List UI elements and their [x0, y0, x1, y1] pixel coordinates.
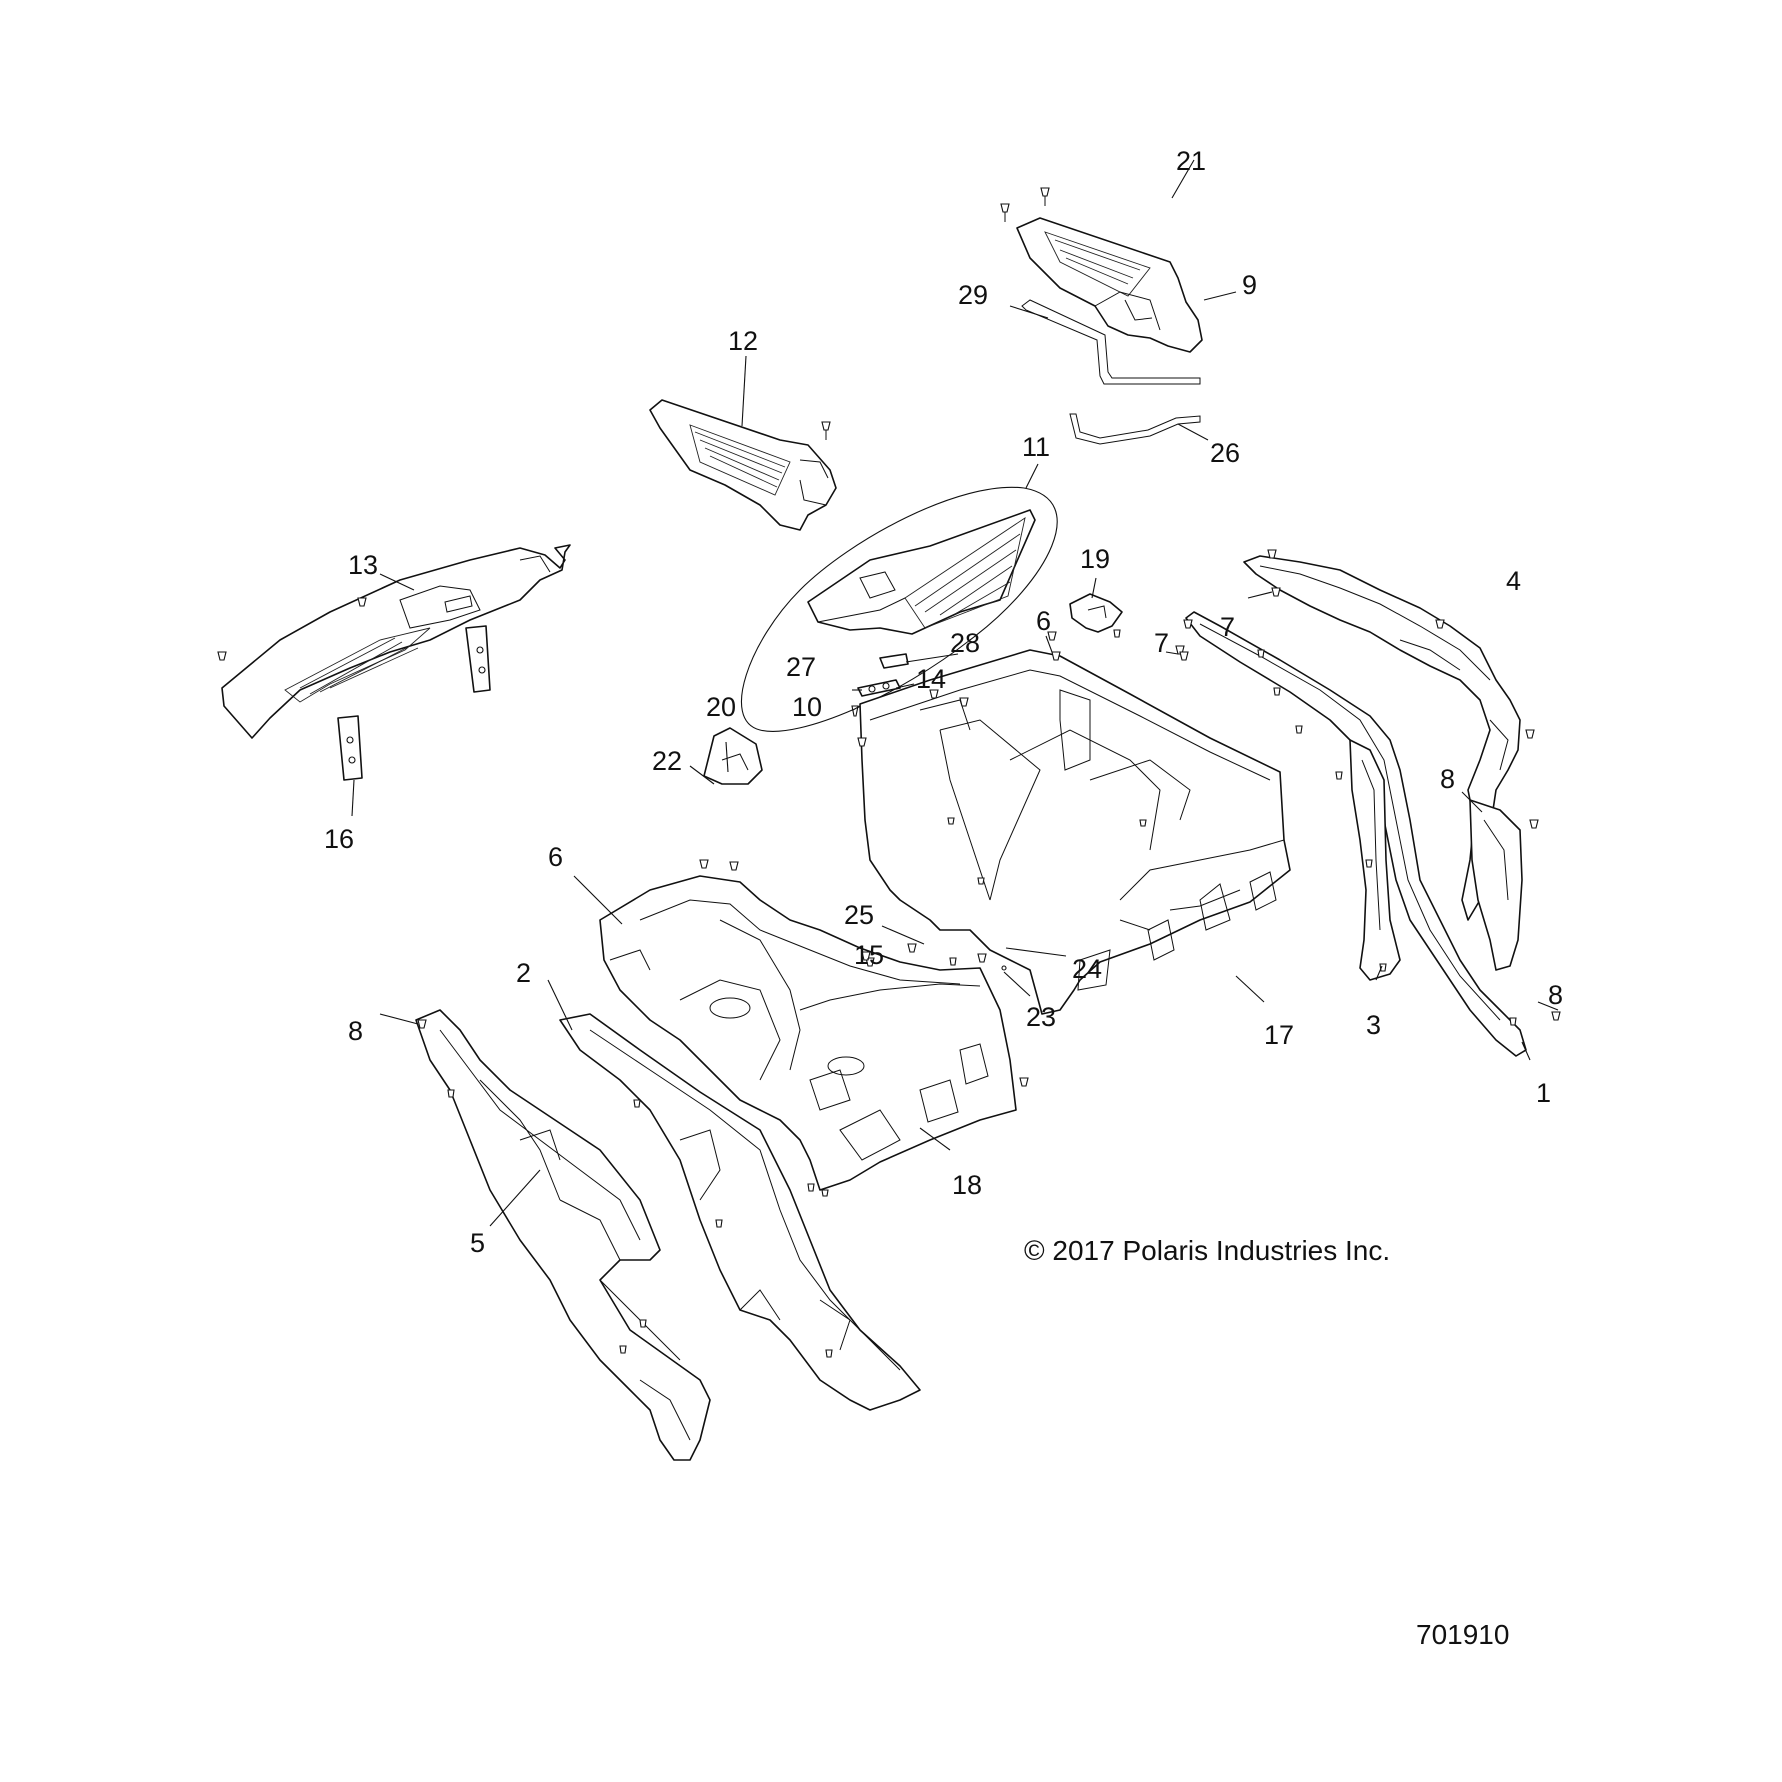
- part-20-bracket: [703, 727, 763, 785]
- callout-27: 27: [786, 652, 816, 682]
- copyright-notice: © 2017 Polaris Industries Inc.: [1024, 1235, 1390, 1266]
- callout-25: 25: [844, 900, 874, 930]
- part-18-front-floor: [599, 875, 1017, 1191]
- callout-7-center: 7: [1154, 628, 1169, 658]
- callout-4: 4: [1506, 566, 1521, 596]
- fasteners-17: [857, 629, 1185, 971]
- part-13-console-panel: [221, 544, 571, 781]
- callout-6-lower: 6: [548, 842, 563, 872]
- fasteners-rocker-right: [1183, 619, 1561, 1026]
- callout-labels: 21 9 29 26 12 11 13 16 19 28 27 14 10 20…: [324, 146, 1563, 1258]
- part-2-left-rocker: [559, 1013, 921, 1411]
- callout-29: 29: [958, 280, 988, 310]
- part-19-bracket: [1069, 593, 1123, 633]
- callout-14: 14: [916, 664, 946, 694]
- part-17-rear-floor: [859, 649, 1291, 1015]
- callout-23: 23: [1026, 1002, 1056, 1032]
- callout-8-right-upper: 8: [1440, 764, 1455, 794]
- callout-22: 22: [652, 746, 682, 776]
- diagram-number: 701910: [1416, 1619, 1509, 1650]
- callout-20: 20: [706, 692, 736, 722]
- callout-21: 21: [1176, 146, 1206, 176]
- callout-9: 9: [1242, 270, 1257, 300]
- fasteners-misc: [417, 587, 1281, 1358]
- callout-3: 3: [1366, 1010, 1381, 1040]
- callout-17: 17: [1264, 1020, 1294, 1050]
- part-3-bracket: [1349, 739, 1401, 981]
- callout-5: 5: [470, 1228, 485, 1258]
- fastener-21: [1000, 187, 1050, 222]
- part-5-left-fender: [415, 1009, 711, 1461]
- part-4-right-trim: [1243, 555, 1521, 921]
- callout-10: 10: [792, 692, 822, 722]
- part-8-right-piece: [1469, 799, 1523, 971]
- part-26-rod: [1069, 413, 1201, 445]
- callout-19: 19: [1080, 544, 1110, 574]
- callout-7-right: 7: [1220, 612, 1235, 642]
- callout-15: 15: [854, 940, 884, 970]
- callout-16: 16: [324, 824, 354, 854]
- callout-12: 12: [728, 326, 758, 356]
- callout-26: 26: [1210, 438, 1240, 468]
- part-12-grille: [649, 399, 837, 531]
- callout-28: 28: [950, 628, 980, 658]
- callout-8-right-lower: 8: [1548, 980, 1563, 1010]
- fasteners-4: [1267, 549, 1539, 829]
- fastener-13: [217, 597, 367, 661]
- leader-lines: [351, 159, 1559, 1227]
- callout-6-upper: 6: [1036, 606, 1051, 636]
- callout-18: 18: [952, 1170, 982, 1200]
- part-29-rod: [1021, 299, 1201, 385]
- callout-8-left: 8: [348, 1016, 363, 1046]
- part-11-storage-group: [740, 486, 1058, 732]
- callout-13: 13: [348, 550, 378, 580]
- callout-11: 11: [1022, 432, 1050, 462]
- callout-2: 2: [516, 958, 531, 988]
- callout-1: 1: [1536, 1078, 1551, 1108]
- part-9-upper-grille: [1016, 217, 1203, 353]
- fastener-12: [821, 421, 831, 440]
- callout-24: 24: [1072, 954, 1102, 984]
